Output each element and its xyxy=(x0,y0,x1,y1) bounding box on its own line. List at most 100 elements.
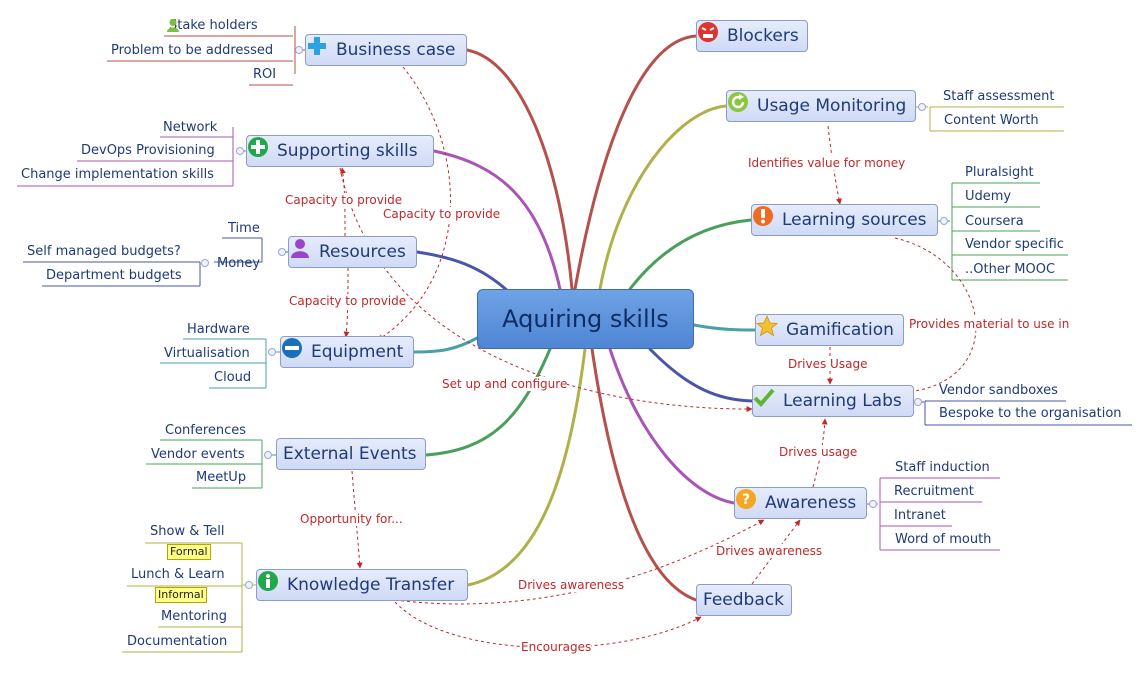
branch-learning-sources xyxy=(628,218,753,291)
subtopic-word-of-mouth[interactable]: Word of mouth xyxy=(895,532,992,547)
subtopic-self-managed[interactable]: Self managed budgets? xyxy=(27,244,181,259)
angry-face-icon xyxy=(698,22,723,47)
star-icon xyxy=(756,315,782,341)
branch-gamification xyxy=(692,323,757,332)
subtopic-intranet[interactable]: Intranet xyxy=(894,508,946,523)
info-icon xyxy=(258,571,283,596)
subtopic-dept-budgets[interactable]: Department budgets xyxy=(46,268,182,283)
branch-awareness xyxy=(608,347,736,505)
branch-usage-monitoring xyxy=(598,104,728,291)
branch-feedback xyxy=(590,347,698,602)
topic-label: External Events xyxy=(283,444,417,464)
subtopic-show-tell[interactable]: Show & Tell xyxy=(150,524,225,539)
subtopic-time[interactable]: Time xyxy=(228,221,260,236)
question-icon: ? xyxy=(736,489,761,514)
branch-external-events xyxy=(424,347,552,457)
relationship-label: Identifies value for money xyxy=(748,156,906,170)
branch-resources xyxy=(415,250,512,295)
subtopic-coursera[interactable]: Coursera xyxy=(965,214,1024,229)
relationship-label: Capacity to provide xyxy=(289,294,407,308)
topic-label: Usage Monitoring xyxy=(757,96,907,116)
rel-bc-equipment xyxy=(377,66,451,341)
topic-equipment[interactable]: Equipment xyxy=(280,336,414,368)
relationship-label: Opportunity for... xyxy=(300,512,403,526)
topic-learning-labs[interactable]: Learning Labs xyxy=(752,385,914,417)
subtopic-meetup[interactable]: MeetUp xyxy=(196,470,247,485)
topic-label: Supporting skills xyxy=(277,141,418,161)
subtopic-vendor-sandboxes[interactable]: Vendor sandboxes xyxy=(939,383,1058,398)
subtopic-network[interactable]: Network xyxy=(163,120,218,135)
subtopic-staff-induction[interactable]: Staff induction xyxy=(895,460,990,475)
topic-supporting-skills[interactable]: Supporting skills xyxy=(246,135,434,167)
branch-equipment xyxy=(412,336,479,354)
rel-resources-equipment xyxy=(343,267,350,338)
subtopic-vendor-events[interactable]: Vendor events xyxy=(151,447,245,462)
subtopic-documentation[interactable]: Documentation xyxy=(127,634,228,649)
check-icon xyxy=(753,388,779,412)
subtopic-conferences[interactable]: Conferences xyxy=(165,423,247,438)
relationship-label: Set up and configure xyxy=(442,377,568,391)
subtopic-virtualisation[interactable]: Virtualisation xyxy=(164,346,250,361)
subtopic-content-worth[interactable]: Content Worth xyxy=(944,113,1039,128)
central-topic[interactable]: Aquiring skills xyxy=(477,289,694,349)
relationship-label: Encourages xyxy=(521,640,592,654)
relationship-label: Provides material to use in xyxy=(909,317,1070,331)
minus-icon xyxy=(282,338,307,363)
branch-learning-labs xyxy=(648,347,754,403)
relationship-label: Capacity to provide xyxy=(285,193,403,207)
subtopic-other-mooc[interactable]: ..Other MOOC xyxy=(965,262,1056,277)
topic-label: Learning Labs xyxy=(783,391,902,411)
topic-gamification[interactable]: Gamification xyxy=(755,314,904,346)
subtopic-lunch-learn[interactable]: Lunch & Learn xyxy=(131,567,225,582)
branch-knowledge-transfer xyxy=(466,347,587,587)
refresh-icon xyxy=(728,92,753,117)
subtopic-change-impl[interactable]: Change implementation skills xyxy=(21,167,214,182)
branch-business-case xyxy=(465,48,574,291)
subtopic-bespoke[interactable]: Bespoke to the organisation xyxy=(939,406,1122,421)
relationship-label: Drives awareness xyxy=(518,578,625,592)
topic-label: Learning sources xyxy=(782,210,927,230)
relationship-label: Drives usage xyxy=(779,445,858,459)
topic-label: Knowledge Transfer xyxy=(287,575,455,595)
subtopic-roi[interactable]: ROI xyxy=(253,67,277,82)
svg-text:?: ? xyxy=(742,492,750,508)
branch-blockers xyxy=(573,34,698,291)
rel-supporting-labs xyxy=(339,167,753,413)
branch-supporting-skills xyxy=(432,149,562,291)
topic-label: Equipment xyxy=(311,342,404,362)
subtopic-devops[interactable]: DevOps Provisioning xyxy=(81,143,215,158)
topic-label: Resources xyxy=(319,242,406,262)
subtopic-problem[interactable]: Problem to be addressed xyxy=(111,43,274,58)
relationship-label: Drives awareness xyxy=(716,544,823,558)
topic-knowledge-transfer[interactable]: Knowledge Transfer xyxy=(256,569,468,601)
subtopic-mentoring[interactable]: Mentoring xyxy=(161,609,227,624)
topic-learning-sources[interactable]: Learning sources xyxy=(751,204,938,236)
green-plus-icon xyxy=(248,137,273,162)
relationship-label: Capacity to provide xyxy=(383,207,501,221)
topic-label: Blockers xyxy=(727,26,799,46)
subtopic-udemy[interactable]: Udemy xyxy=(965,189,1012,204)
rel-sources-labs xyxy=(894,237,977,395)
rel-usage-sources xyxy=(827,125,842,205)
exclamation-icon xyxy=(753,206,778,231)
subtopic-cloud[interactable]: Cloud xyxy=(214,370,252,385)
topic-awareness[interactable]: ? Awareness xyxy=(734,487,867,519)
plus-icon xyxy=(308,37,332,61)
topic-blockers[interactable]: Blockers xyxy=(696,20,808,52)
topic-usage-monitoring[interactable]: Usage Monitoring xyxy=(726,90,916,122)
topic-feedback[interactable]: Feedback xyxy=(696,584,792,616)
subtopic-hardware[interactable]: Hardware xyxy=(187,322,250,337)
rel-fb-aw xyxy=(751,519,801,585)
subtopic-pluralsight[interactable]: Pluralsight xyxy=(965,165,1034,180)
informal-label: Informal xyxy=(155,587,207,603)
subtopic-vendor-specific[interactable]: Vendor specific xyxy=(965,237,1064,252)
subtopic-stake-holders[interactable]: Stake holders xyxy=(167,18,258,33)
topic-external-events[interactable]: External Events xyxy=(276,438,426,470)
subtopic-recruitment[interactable]: Recruitment xyxy=(894,484,974,499)
subtopic-money[interactable]: Money xyxy=(217,256,261,271)
subtopic-staff-assessment[interactable]: Staff assessment xyxy=(943,89,1055,104)
topic-resources[interactable]: Resources xyxy=(288,236,417,268)
topic-label: Gamification xyxy=(786,320,894,340)
topic-business-case[interactable]: Business case xyxy=(305,34,467,66)
